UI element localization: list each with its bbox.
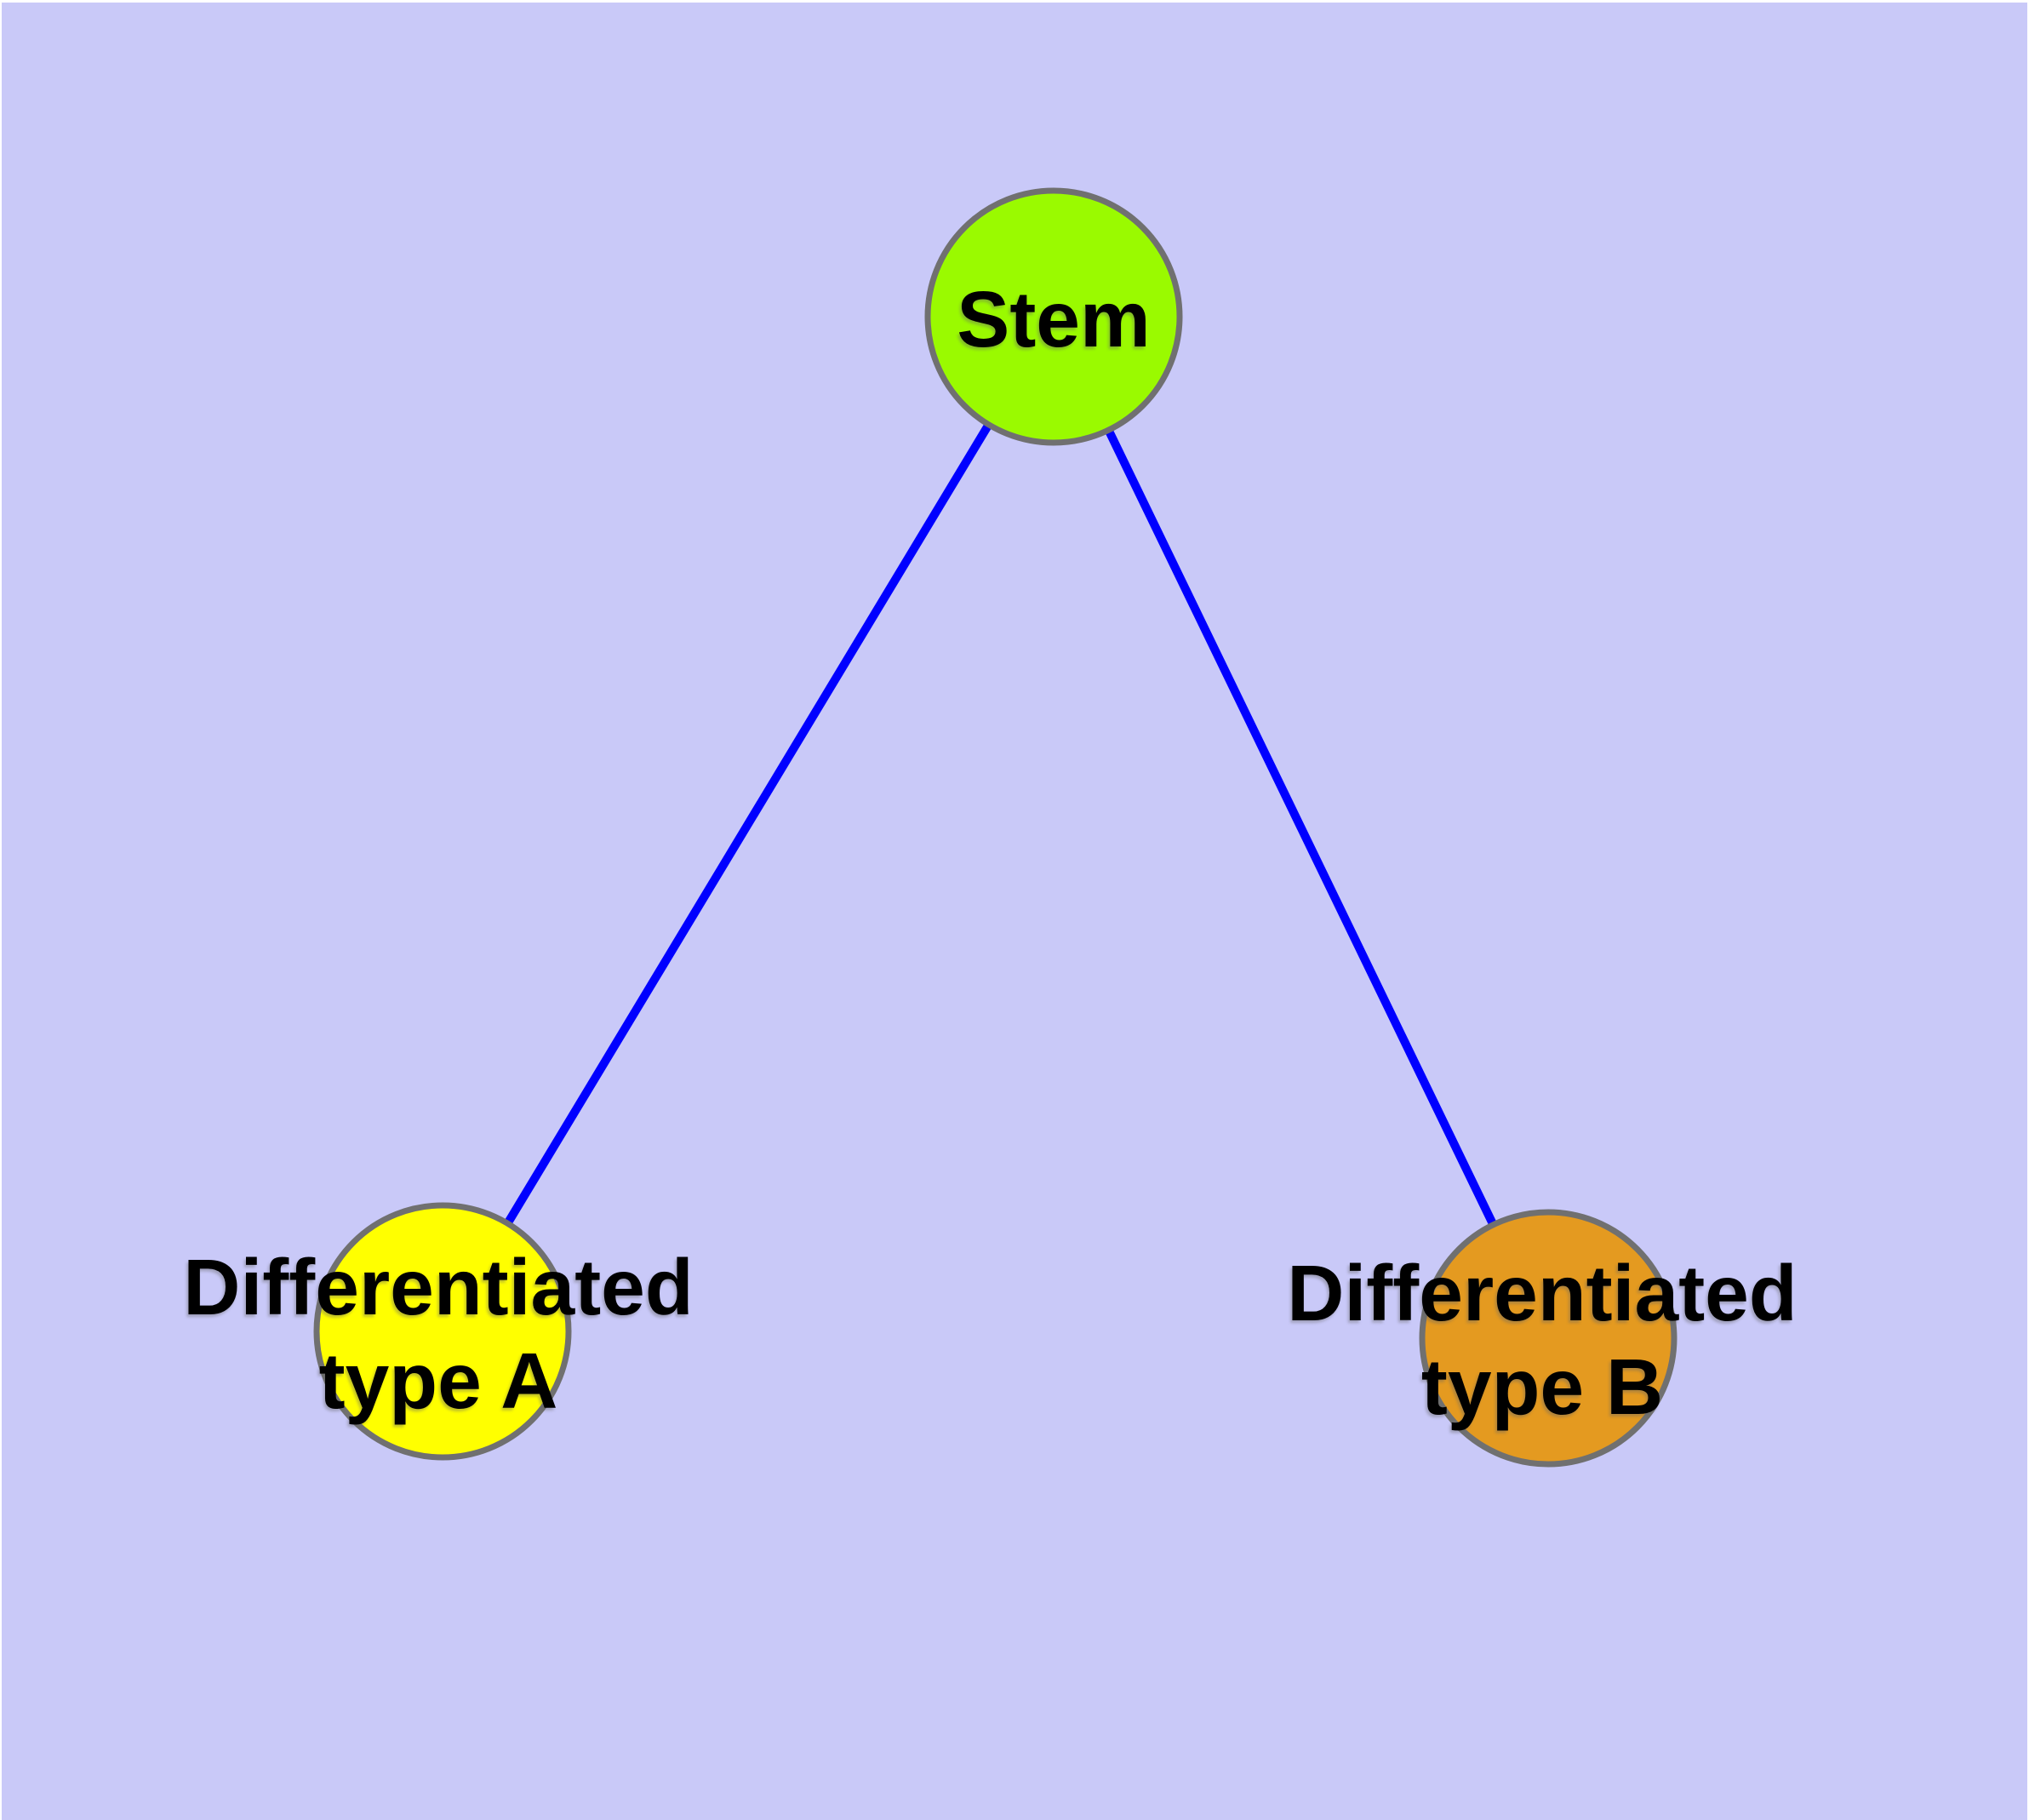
node-differentiated-type-a: [313, 1202, 572, 1461]
node-stem: [924, 187, 1183, 446]
edge-stem-to-type-a: [438, 314, 1058, 1334]
edge-stem-to-type-b: [1049, 314, 1552, 1341]
node-differentiated-type-b: [1419, 1209, 1677, 1468]
